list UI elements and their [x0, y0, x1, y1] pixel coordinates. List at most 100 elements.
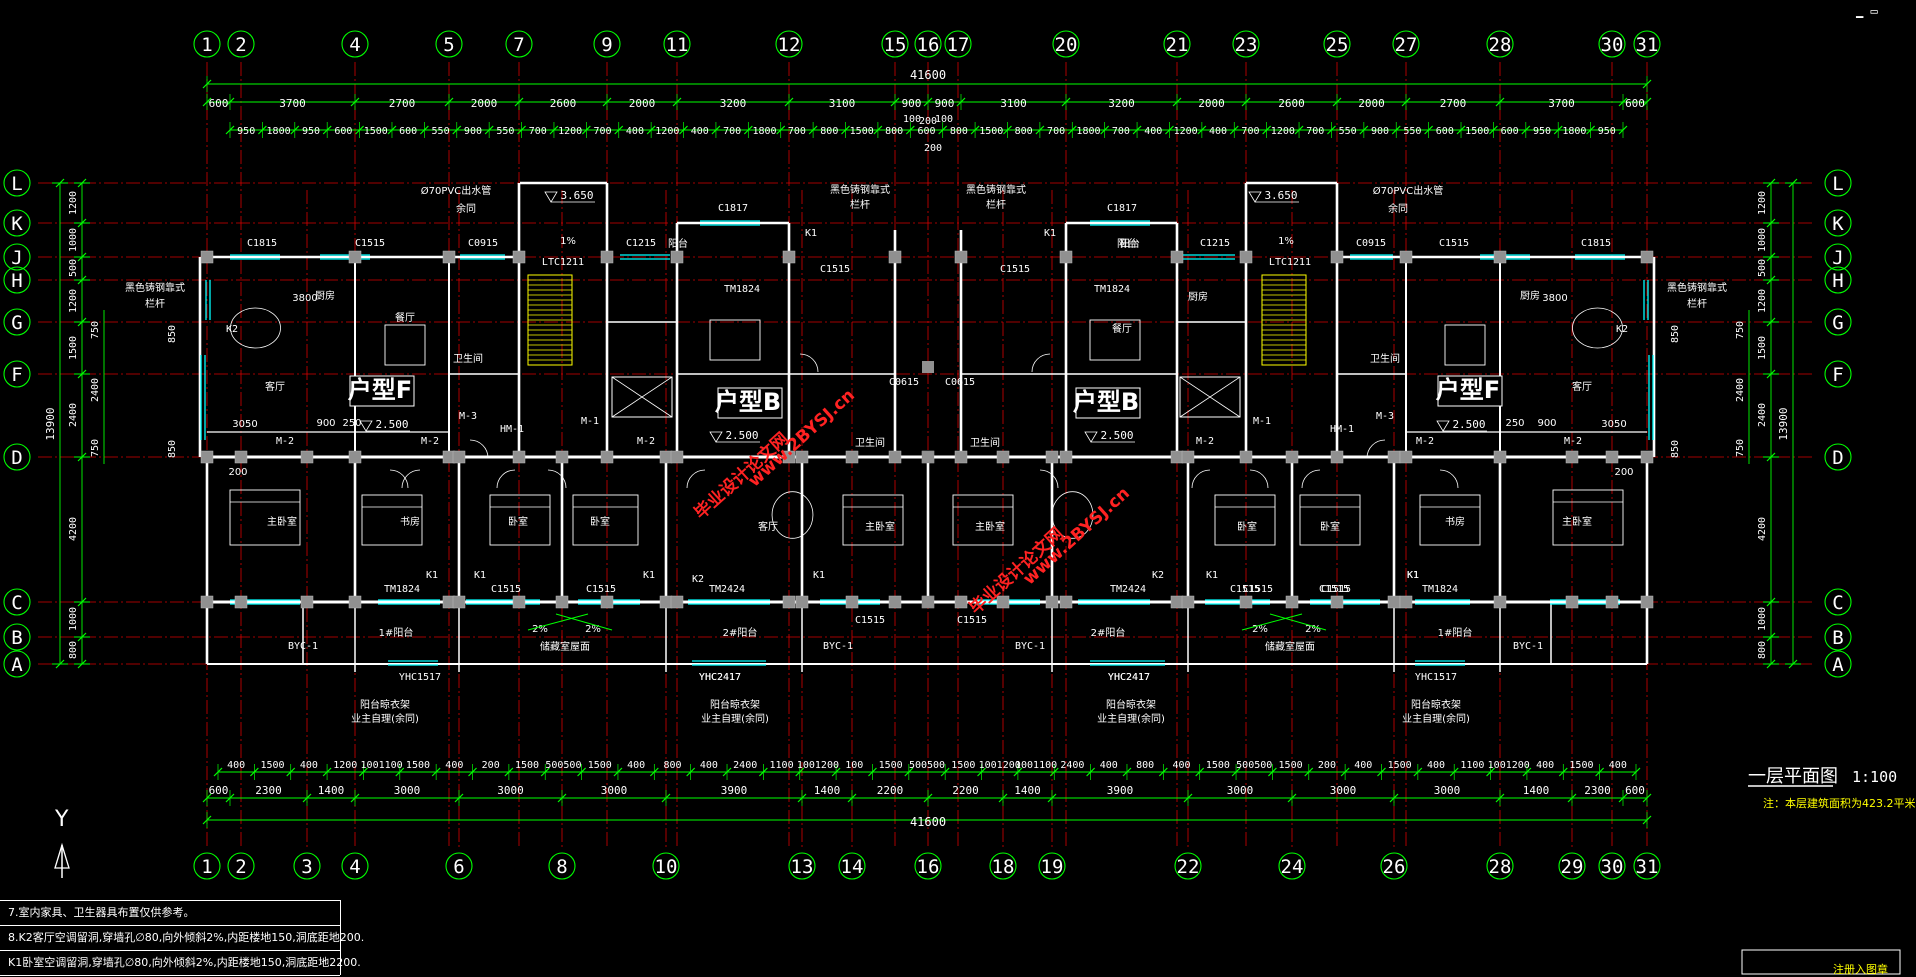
- room-label: 主卧室: [975, 520, 1005, 533]
- ucs-label: Y: [54, 807, 69, 832]
- dimension-text: 200: [919, 116, 937, 127]
- unit-type-label: 户型F: [1436, 376, 1500, 404]
- axis-label: F: [11, 364, 22, 386]
- door-swing: [1191, 469, 1211, 489]
- dimension-text: 1500: [879, 760, 903, 771]
- dimension-text: 1400: [1523, 784, 1550, 797]
- level-value: 3.650: [1264, 189, 1297, 202]
- annotation-text: 栏杆: [850, 198, 870, 211]
- axis-label: 29: [1561, 856, 1584, 878]
- dimension-text: 3200: [720, 97, 747, 110]
- axis-label: 31: [1636, 856, 1659, 878]
- axis-bubble: [914, 30, 942, 58]
- axis-bubble: [1824, 308, 1852, 336]
- annotation-text: 阳台晾衣架: [360, 698, 410, 711]
- dimension-text: 3700: [279, 97, 306, 110]
- annotation-text: 黑色铸钢靠式: [830, 183, 890, 196]
- axis-bubble: [3, 360, 31, 388]
- dimension-text: 400: [1100, 760, 1118, 771]
- dimension-text: 600: [1625, 97, 1645, 110]
- dimension-text: 1400: [814, 784, 841, 797]
- dimension-text: 850: [167, 325, 178, 343]
- structural-column: [348, 250, 362, 264]
- structural-column: [795, 450, 809, 464]
- room-label: 阳台: [668, 237, 688, 250]
- dimension-text: 600: [1436, 126, 1454, 137]
- note-row: 8.K2客厅空调留洞,穿墙孔∅80,向外倾斜2%,内距楼地150,洞底距地200…: [0, 926, 364, 951]
- axis-bubble: [1486, 852, 1514, 880]
- structural-column: [1493, 450, 1507, 464]
- dimension-text: 1800: [1076, 126, 1100, 137]
- component-tag: C1815: [247, 238, 277, 249]
- component-tag: K2: [692, 574, 704, 585]
- room-label: 卧室: [508, 515, 528, 528]
- dimension-text: 1200: [1757, 289, 1768, 313]
- axis-label: 2: [235, 34, 246, 56]
- note-row: 7.室内家具、卫生器具布置仅供参考。: [0, 901, 340, 926]
- room-label: 餐厅: [395, 311, 415, 324]
- axis-label: 20: [1055, 34, 1078, 56]
- dimension-text: 3000: [1227, 784, 1254, 797]
- room-label: 餐厅: [1112, 322, 1132, 335]
- structural-column: [348, 450, 362, 464]
- component-tag: LTC1211: [1269, 257, 1311, 268]
- structural-column: [795, 595, 809, 609]
- dimension-text: 600: [334, 126, 352, 137]
- structural-column: [1565, 595, 1579, 609]
- furniture-sofa: [1572, 307, 1623, 349]
- structural-column: [670, 250, 684, 264]
- structural-column: [1239, 450, 1253, 464]
- level-marker: [544, 191, 595, 203]
- door-swing: [1249, 469, 1269, 489]
- axis-bubble: [788, 852, 816, 880]
- door-swing: [389, 469, 409, 489]
- dimension-text: 700: [1047, 126, 1065, 137]
- annotation-text: 2#阳台: [723, 626, 758, 639]
- dimension-text: 200: [482, 760, 500, 771]
- axis-bubble: [1558, 852, 1586, 880]
- room-label: 卫生间: [453, 352, 483, 365]
- structural-column: [555, 595, 569, 609]
- dimension-text: 4200: [68, 517, 79, 541]
- structural-column: [845, 450, 859, 464]
- component-tag: YHC2417: [1108, 672, 1150, 683]
- dimension-text: 1500: [364, 126, 388, 137]
- structural-column: [1059, 250, 1073, 264]
- structural-column: [670, 450, 684, 464]
- annotation-text: 3050: [1601, 419, 1626, 430]
- axis-label: 7: [513, 34, 524, 56]
- furniture-table: [1089, 319, 1141, 361]
- annotation-text: 2%: [585, 624, 601, 635]
- structural-column: [1059, 450, 1073, 464]
- structural-column: [300, 595, 314, 609]
- annotation-text: 250: [1505, 418, 1524, 429]
- component-tag: YHC2417: [699, 672, 741, 683]
- component-tag: C1817: [1107, 203, 1137, 214]
- dimension-text: 2400: [90, 378, 101, 402]
- component-tag: YHC1517: [1415, 672, 1457, 683]
- annotation-text: 业主自理(余同): [701, 712, 769, 725]
- level-marker: [1436, 420, 1487, 432]
- furniture-bed: [229, 489, 301, 546]
- furniture-bed: [489, 494, 551, 546]
- structural-column: [600, 250, 614, 264]
- component-tag: TM2424: [1110, 584, 1146, 595]
- component-tag: C1215: [1200, 238, 1230, 249]
- component-tag: YHC2417: [1108, 672, 1150, 683]
- component-tag: C0915: [1356, 238, 1386, 249]
- window-control-icon[interactable]: ▁ ▭: [1856, 4, 1878, 18]
- axis-label: 15: [884, 34, 907, 56]
- dimension-text: 3100: [829, 97, 856, 110]
- structural-column: [1605, 450, 1619, 464]
- component-tag: K2: [1152, 570, 1164, 581]
- furniture-table: [709, 319, 761, 361]
- component-tag: BYC-1: [823, 641, 853, 652]
- component-tag: TM1824: [1422, 584, 1458, 595]
- level-value: 2.500: [1100, 429, 1133, 442]
- axis-bubble: [227, 852, 255, 880]
- dimension-text: 2300: [255, 784, 282, 797]
- axis-bubble: [944, 30, 972, 58]
- annotation-text: 3800: [1542, 293, 1567, 304]
- room-label: 主卧室: [267, 515, 297, 528]
